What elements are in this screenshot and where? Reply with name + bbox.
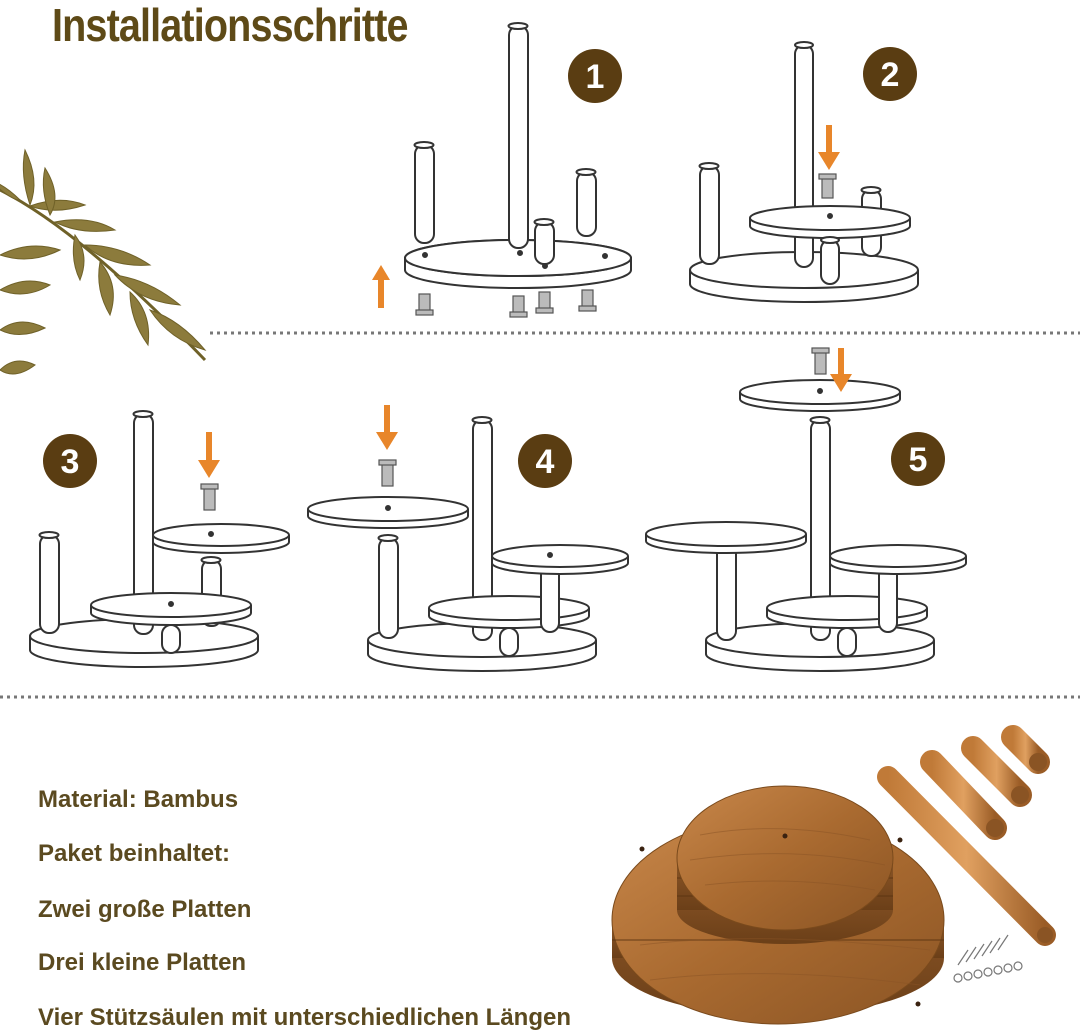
step-4-illustration	[307, 416, 629, 672]
spec-material: Material: Bambus	[38, 786, 239, 813]
step-number-1: 1	[586, 58, 605, 96]
arrow-icons	[198, 125, 852, 478]
screws-icon	[953, 934, 1023, 983]
step-badge-1	[568, 49, 622, 103]
step-3-illustration	[29, 410, 290, 668]
step-number-5: 5	[909, 441, 928, 479]
step-badge-5	[891, 432, 945, 486]
arrow-down-icon	[198, 432, 220, 478]
arrow-down-icon	[818, 125, 840, 170]
spec-package: Paket beinhaltet:	[38, 840, 231, 867]
spec-large-plates: Zwei große Platten	[38, 896, 252, 923]
step-badge-3	[43, 434, 97, 488]
arrow-down-icon	[830, 348, 852, 392]
step-number-2: 2	[881, 56, 900, 94]
step-1-illustration	[404, 22, 632, 318]
step-number-3: 3	[61, 443, 80, 481]
arrow-down-icon	[376, 405, 398, 450]
page-title: Installationsschritte	[52, 0, 409, 51]
step-2-illustration	[689, 41, 919, 303]
spec-columns: Vier Stützsäulen mit unterschiedlichen L…	[38, 1004, 572, 1031]
step-badge-2	[863, 47, 917, 101]
arrow-up-icon	[372, 265, 390, 308]
step-5-illustration	[645, 347, 967, 672]
spec-small-plates: Drei kleine Platten	[38, 949, 247, 976]
step-badge-4	[518, 434, 572, 488]
step-badges: 1 2 3 4 5	[43, 47, 945, 488]
palm-leaf-icon	[0, 148, 207, 375]
product-photo	[611, 725, 1056, 1025]
step-number-4: 4	[536, 443, 555, 481]
